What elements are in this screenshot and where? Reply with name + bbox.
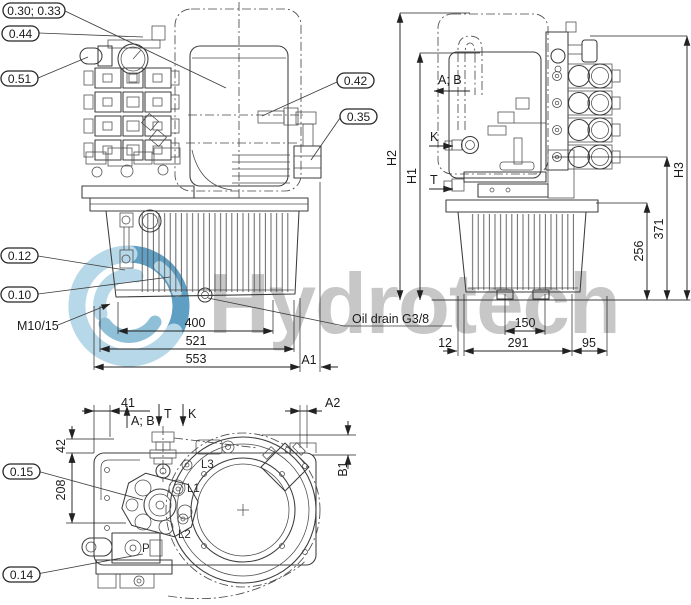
dim-a2: A2 <box>325 396 340 410</box>
pressure-port-block-plan <box>81 532 163 564</box>
dim-400: 400 <box>185 316 206 330</box>
callout-bubble-012 <box>0 247 39 264</box>
oil-level-gauge <box>119 212 134 269</box>
callout-051: 0.51 <box>8 72 32 86</box>
dim-521: 521 <box>186 334 207 348</box>
pump-assembly-side <box>443 97 549 198</box>
callout-bubble-051 <box>0 70 39 87</box>
side-view-dimensions: H2 H1 H3 371 256 150 12 291 95 A; B K T <box>385 12 691 356</box>
pump-assembly-front <box>81 113 195 199</box>
dim-h1: H1 <box>405 168 419 184</box>
side-view <box>431 13 691 301</box>
port-label-l2: L2 <box>178 529 191 541</box>
dim-291: 291 <box>508 336 529 350</box>
callout-015: 0.15 <box>10 465 34 479</box>
dim-h2: H2 <box>385 150 399 166</box>
dim-b1: B1 <box>336 461 350 476</box>
callout-bubble-042 <box>336 72 375 89</box>
dim-150: 150 <box>515 316 536 330</box>
dim-371: 371 <box>652 219 666 240</box>
oil-tank-front <box>89 197 309 303</box>
callout-042: 0.42 <box>344 74 368 88</box>
port-fittings-plan <box>149 426 259 525</box>
manifold-plan <box>95 559 173 589</box>
callout-bubble-014 <box>2 566 41 583</box>
port-label-k-plan: K <box>188 407 197 421</box>
callout-bubble-030-033 <box>2 2 66 19</box>
dim-208: 208 <box>54 480 68 501</box>
plan-view <box>81 405 321 600</box>
dim-h3: H3 <box>672 162 686 178</box>
plan-view-dimensions: 41 A2 42 208 B1 A; B T K L3 L1 L2 P <box>54 396 356 555</box>
callout-bubble-044 <box>1 25 40 42</box>
return-fitting <box>293 111 322 179</box>
drain-plug <box>197 287 213 303</box>
motor-front <box>174 2 303 198</box>
port-label-l1: L1 <box>187 483 200 495</box>
front-view <box>79 2 322 303</box>
port-label-ab-plan: A; B <box>131 414 155 428</box>
port-label-t-plan: T <box>164 407 172 421</box>
dim-42: 42 <box>54 439 68 453</box>
plan-view-callouts: 0.15 0.14 <box>2 463 144 583</box>
hose-plan <box>167 559 307 600</box>
callout-bubble-015 <box>2 463 41 480</box>
callout-035: 0.35 <box>347 110 371 124</box>
callout-044: 0.44 <box>9 27 33 41</box>
callout-012: 0.12 <box>8 249 32 263</box>
port-label-t-side: T <box>430 173 438 187</box>
dim-256: 256 <box>632 241 646 262</box>
motor-plan <box>165 432 321 588</box>
pressure-gauge <box>107 25 166 83</box>
port-label-k-side: K <box>430 130 439 144</box>
label-thread-m10: M10/15 <box>17 319 59 333</box>
dim-a1: A1 <box>301 353 316 367</box>
port-label-p: P <box>142 543 150 555</box>
front-view-callouts: 0.30; 0.33 0.44 0.51 0.42 0.35 0.12 0.10 <box>0 2 378 303</box>
front-view-dimensions: 400 521 553 A1 M10/15 Oil drain G3/8 <box>17 182 452 372</box>
callout-014: 0.14 <box>10 568 34 582</box>
motor-shaft-fitting <box>257 107 299 126</box>
port-label-l3: L3 <box>201 459 214 471</box>
oil-tank-side <box>445 199 599 300</box>
dim-553: 553 <box>186 352 207 366</box>
coupling-housing-plan <box>260 442 310 492</box>
valve-stack-front <box>83 67 180 161</box>
dim-41: 41 <box>121 396 135 410</box>
motor-side <box>437 13 549 179</box>
callout-030-033: 0.30; 0.33 <box>7 4 61 18</box>
filler-breather-cap <box>138 209 162 233</box>
callout-010: 0.10 <box>8 288 32 302</box>
label-oil-drain: Oil drain G3/8 <box>352 312 429 326</box>
elbow-fitting <box>79 45 113 67</box>
dim-12: 12 <box>438 336 452 350</box>
pump-plan <box>121 472 199 538</box>
callout-bubble-010 <box>0 286 39 303</box>
dim-95: 95 <box>582 336 596 350</box>
callout-bubble-035 <box>339 108 378 125</box>
valve-stack-side <box>545 21 621 199</box>
port-label-ab-side: A; B <box>438 73 462 87</box>
